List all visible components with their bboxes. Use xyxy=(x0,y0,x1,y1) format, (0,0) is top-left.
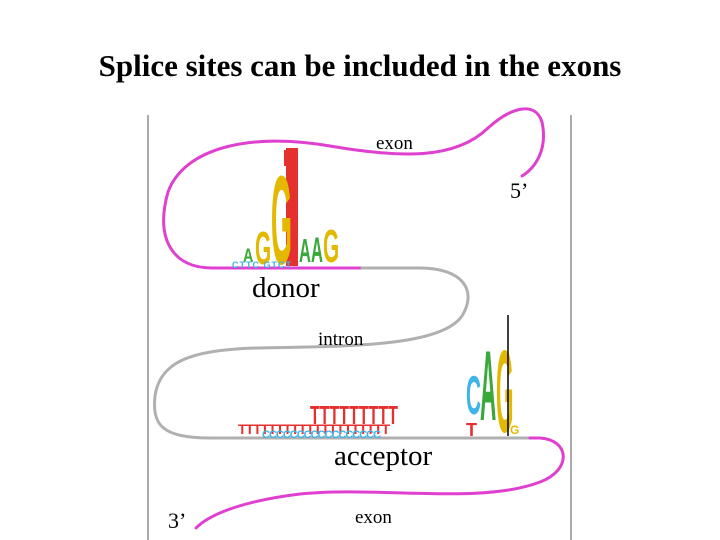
exon-top-label: exon xyxy=(376,133,413,154)
acceptor-logo-polypyrimidine-t: TTTTTTTTTTTTTTTTTTTT xyxy=(238,421,390,437)
donor-logo-t-bar xyxy=(284,150,298,166)
exon-bottom-label: exon xyxy=(355,507,392,528)
acceptor-label: acceptor xyxy=(334,440,433,472)
exon-strand-lower xyxy=(194,436,565,530)
donor-logo-a-letter: A xyxy=(243,244,254,267)
donor-logo-g2-letter: G xyxy=(255,221,271,274)
donor-label: donor xyxy=(252,272,320,304)
intron-strand xyxy=(153,266,532,440)
intron-label: intron xyxy=(318,329,364,350)
acceptor-logo-polypyrimidine-c: CCCCCCCCCCCCCCCCC xyxy=(262,429,381,441)
acceptor-logo-a-letter: A xyxy=(480,332,496,442)
slide-title: Splice sites can be included in the exon… xyxy=(98,48,622,83)
donor-logo-g-letter: G xyxy=(271,152,292,292)
acceptor-logo-c-letter: C xyxy=(466,365,481,426)
donor-logo-base-row: CTTC GTCT xyxy=(232,260,292,270)
donor-sequence-logo: G G A A A G CTTC GTCT xyxy=(232,148,339,292)
acceptor-sequence-logo: TTTTTTTTTTTTTTTTTTTT CCCCCCCCCCCCCCCCC T… xyxy=(238,315,519,457)
exon-strand-upper xyxy=(162,107,545,270)
donor-logo-a2-letter: A xyxy=(299,232,311,270)
acceptor-logo-t-letter: T xyxy=(466,420,477,440)
acceptor-logo-tall-t-row: TTTTTTTTT xyxy=(310,400,398,430)
acceptor-logo-g2-letter: G xyxy=(510,423,519,437)
five-prime-label: 5’ xyxy=(510,178,528,203)
donor-logo-t-letter xyxy=(286,148,298,266)
three-prime-label: 3’ xyxy=(168,508,186,533)
acceptor-logo-g-letter: G xyxy=(496,326,514,457)
donor-logo-g3-letter: G xyxy=(323,219,339,272)
donor-logo-a3-letter: A xyxy=(311,230,323,270)
